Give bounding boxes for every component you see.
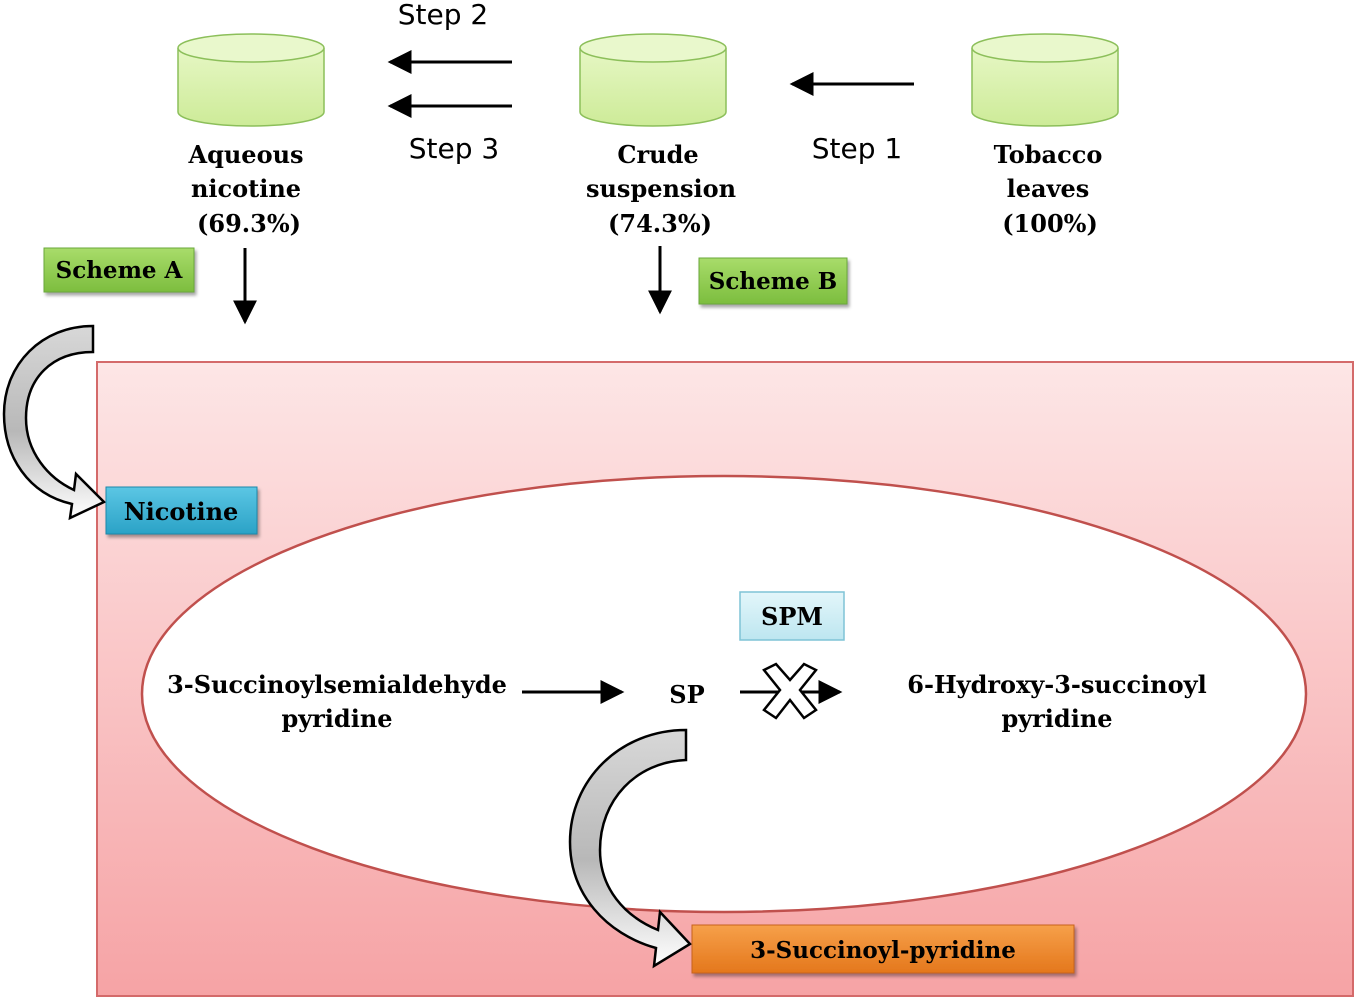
scheme-a-label: Scheme A <box>56 257 184 284</box>
substrate-line2: pyridine <box>281 704 392 733</box>
aqueous-label-line1: Aqueous <box>187 140 303 169</box>
tobacco-label-line2: leaves <box>1007 174 1090 203</box>
cylinder-aqueous <box>177 33 325 127</box>
aqueous-label-line2: nicotine <box>191 174 301 203</box>
curved-arrow-to-product <box>568 728 692 969</box>
scheme-b-box <box>698 257 848 305</box>
curved-arrow-to-nicotine <box>2 324 107 521</box>
sp-label: SP <box>669 680 704 709</box>
product-box <box>691 924 1075 974</box>
cylinder-crude <box>579 33 727 127</box>
aqueous-percent: (69.3%) <box>197 209 301 238</box>
crude-label-line2: suspension <box>586 174 736 203</box>
step1-label: Step 1 <box>812 132 902 165</box>
scheme-b-label: Scheme B <box>709 268 837 295</box>
blocked-reaction-x-icon <box>762 662 818 720</box>
product-label: 3-Succinoyl-pyridine <box>750 937 1016 964</box>
crude-percent: (74.3%) <box>608 209 712 238</box>
tobacco-label-line1: Tobacco <box>994 140 1103 169</box>
tobacco-percent: (100%) <box>1002 209 1098 238</box>
step3-label: Step 3 <box>409 132 499 165</box>
spm-box <box>739 591 845 641</box>
nicotine-label: Nicotine <box>124 497 239 526</box>
cell-ellipse <box>140 474 1308 914</box>
scheme-a-box <box>43 247 195 293</box>
crude-label-line1: Crude <box>617 140 698 169</box>
nicotine-box <box>105 486 258 535</box>
spm-label: SPM <box>761 602 823 631</box>
substrate-line1: 3-Succinoylsemialdehyde <box>167 670 507 699</box>
blocked-product-line1: 6-Hydroxy-3-succinoyl <box>907 670 1206 699</box>
cylinder-tobacco <box>971 33 1119 127</box>
blocked-product-line2: pyridine <box>1001 704 1112 733</box>
step2-label: Step 2 <box>398 0 488 31</box>
